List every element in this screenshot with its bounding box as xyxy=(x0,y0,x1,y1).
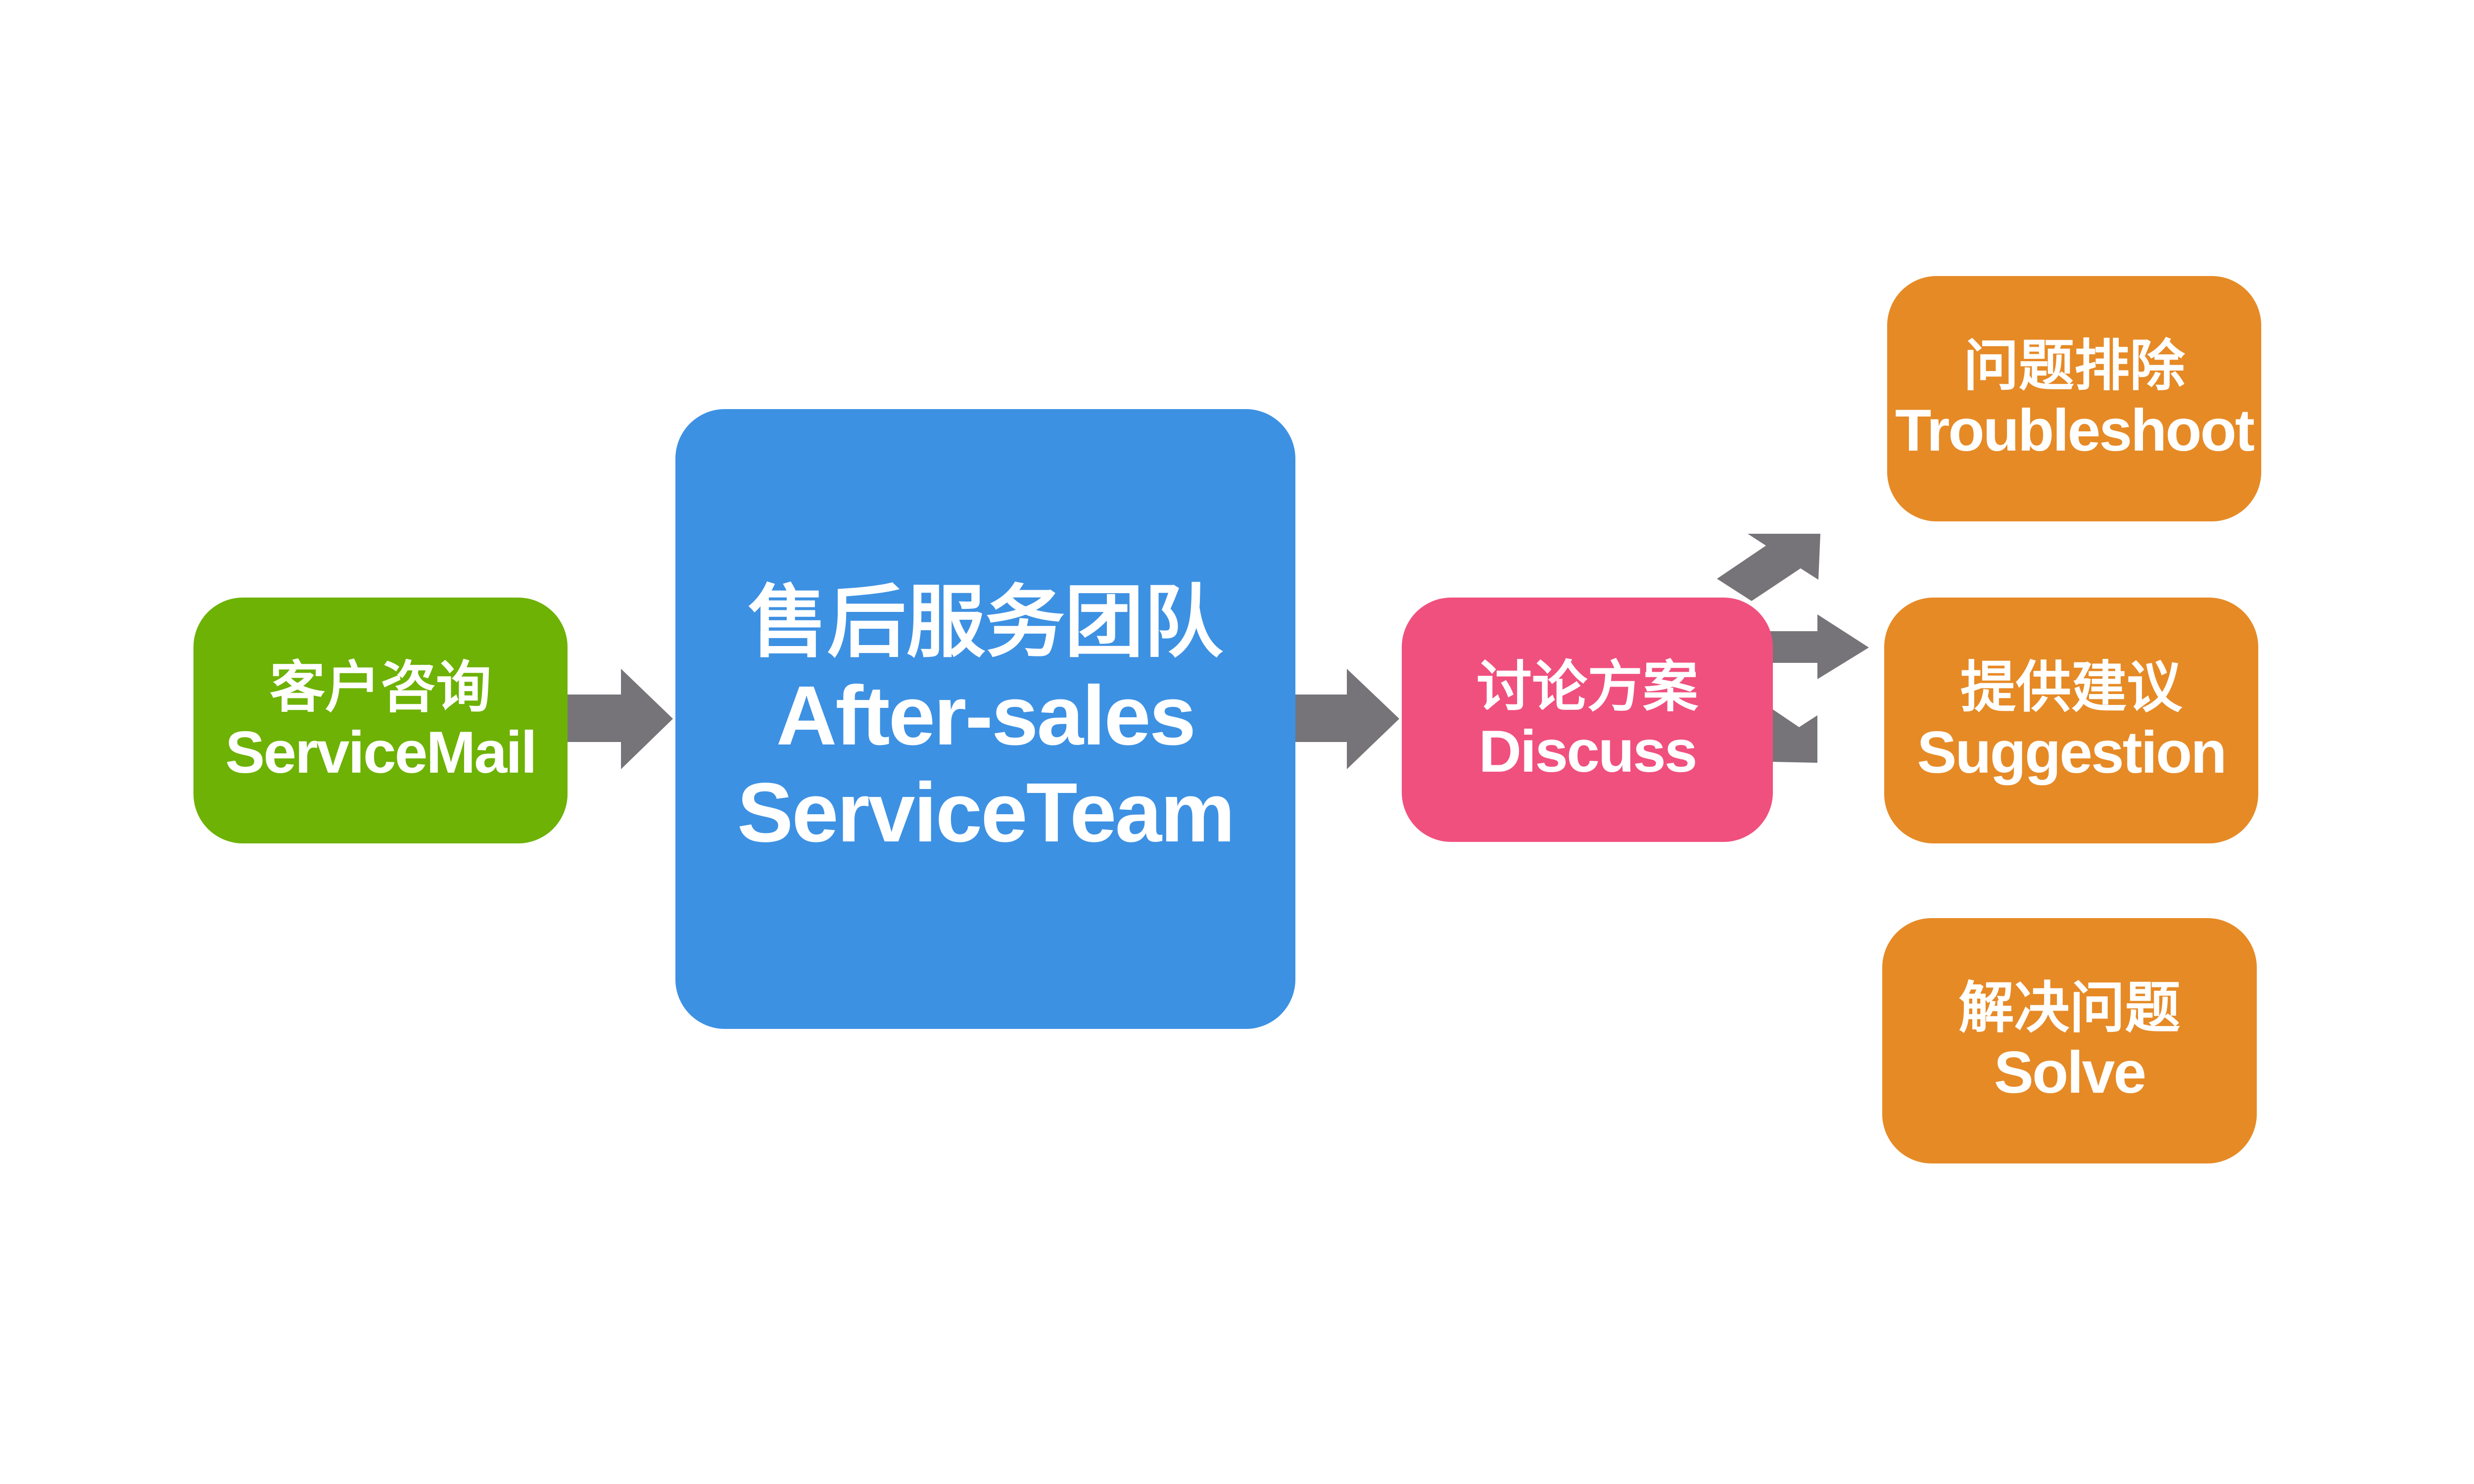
arrow-discuss-to-suggestion xyxy=(1766,614,1869,679)
node-label-cn: 客户咨询 xyxy=(270,656,491,719)
node-label-en: Troubleshoot xyxy=(1895,397,2255,464)
node-label-cn: 问题排除 xyxy=(1963,334,2185,397)
node-label-en-2: ServiceTeam xyxy=(737,765,1235,860)
node-label-en: Solve xyxy=(1994,1039,2146,1106)
arrow-inquiry-to-team xyxy=(564,669,673,769)
node-suggestion: 提供建议 Suggestion xyxy=(1884,598,2258,843)
node-label-cn: 讨论方案 xyxy=(1476,655,1698,718)
node-label-en: Discuss xyxy=(1478,718,1697,785)
arrow-discuss-to-troubleshoot xyxy=(1717,534,1820,601)
node-label-cn: 售后服务团队 xyxy=(748,578,1223,666)
node-discuss: 讨论方案 Discuss xyxy=(1402,598,1773,842)
node-customer-inquiry: 客户咨询 ServiceMail xyxy=(193,598,568,843)
node-label-en: Suggestion xyxy=(1917,719,2227,786)
node-label-en: ServiceMail xyxy=(225,719,537,786)
node-solve: 解决问题 Solve xyxy=(1882,918,2257,1163)
node-label-cn: 解决问题 xyxy=(1958,976,2181,1039)
node-label-cn: 提供建议 xyxy=(1960,656,2182,719)
arrow-team-to-discuss xyxy=(1291,669,1399,769)
node-troubleshoot: 问题排除 Troubleshoot xyxy=(1887,276,2261,521)
node-after-sales-team: 售后服务团队 After-sales ServiceTeam xyxy=(675,409,1295,1029)
node-label-en-1: After-sales xyxy=(776,669,1196,763)
